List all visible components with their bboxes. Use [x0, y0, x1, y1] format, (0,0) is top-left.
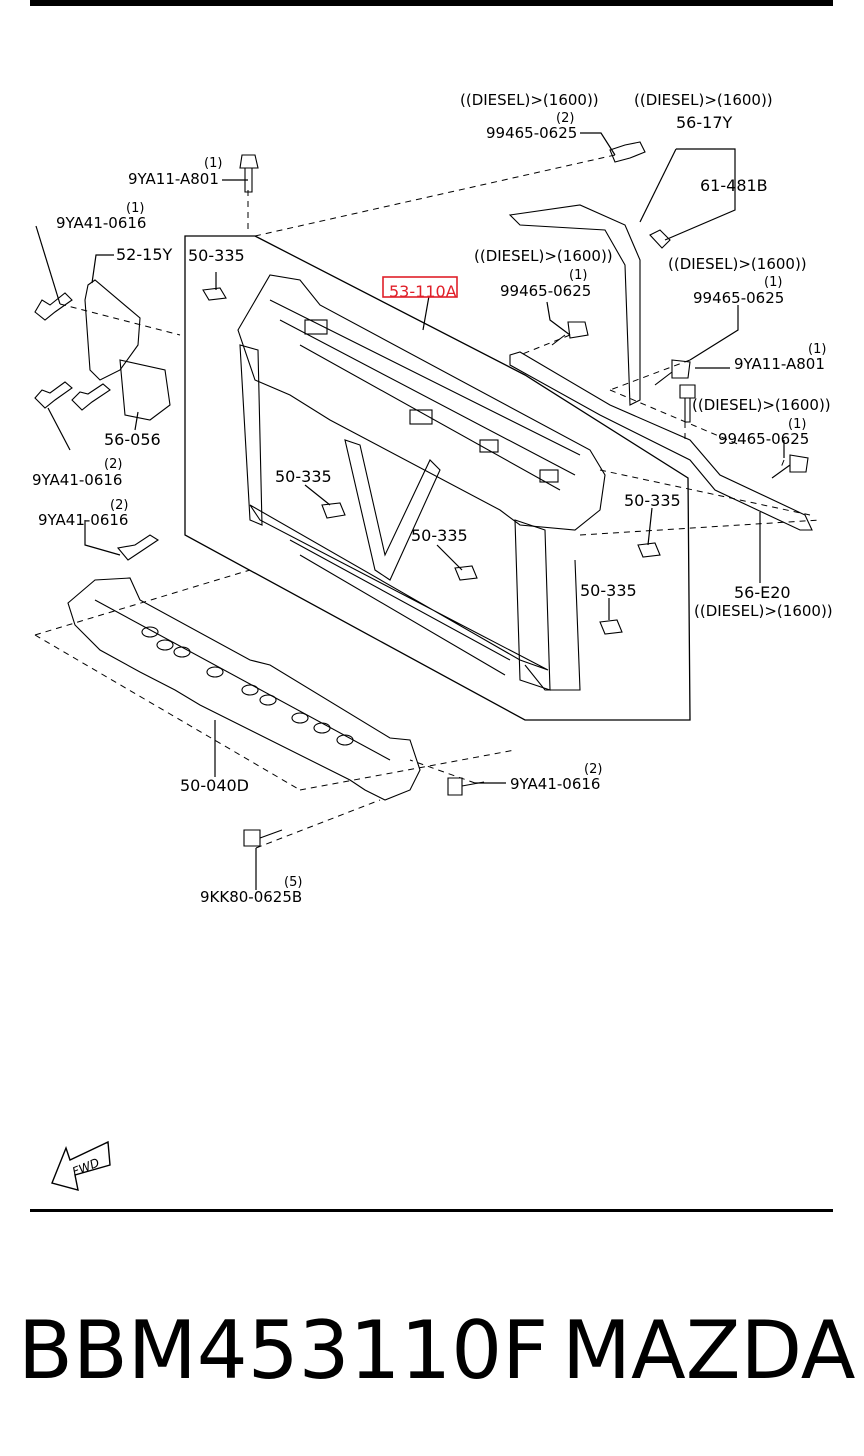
label-qty-2a: (2) [556, 111, 574, 126]
label-diesel-6: ((DIESEL)>(1600)) [694, 602, 833, 620]
radiator-support-drawing [237, 274, 606, 691]
label-50-040d: 50-040D [180, 776, 249, 795]
brace-56-e20-drawing [509, 351, 813, 531]
label-qty-1b: (1) [126, 201, 144, 216]
label-9ya11-a801-b: 9YA11-A801 [734, 355, 825, 373]
bolts [34, 141, 809, 847]
highlight-box [382, 276, 458, 298]
fwd-label: FWD [70, 1156, 101, 1179]
footer-part-number: BBM453110F [18, 1304, 549, 1397]
bottom-rule [30, 1209, 833, 1212]
label-9ya11-a801-a: 9YA11-A801 [128, 170, 219, 188]
label-diesel-4: ((DIESEL)>(1600)) [668, 255, 807, 273]
footer-brand: MAZDA [562, 1304, 856, 1397]
dashed-guides [34, 154, 821, 849]
top-rule [30, 0, 833, 6]
label-qty-1d: (1) [764, 275, 782, 290]
fwd-arrow-icon [51, 1140, 111, 1191]
label-qty-2b: (2) [104, 457, 122, 472]
label-qty-2c: (2) [110, 498, 128, 513]
brace-56-17y-drawing [508, 204, 641, 406]
label-61-481b: 61-481B [700, 176, 768, 195]
leader-lines [35, 132, 785, 890]
frame-group-outline [184, 235, 691, 721]
label-50-335-d: 50-335 [624, 491, 681, 510]
label-50-335-e: 50-335 [580, 581, 637, 600]
label-9ya41-0616-a: 9YA41-0616 [56, 214, 146, 232]
footer: BBM453110F MAZDA [0, 1296, 864, 1406]
label-56-056: 56-056 [104, 430, 161, 449]
label-99465-0625-b: 99465-0625 [500, 282, 591, 300]
label-qty-1a: (1) [204, 156, 222, 171]
label-qty-5: (5) [284, 875, 302, 890]
callout-labels: ((DIESEL)>(1600)) (2) 99465-0625 ((DIESE… [32, 91, 833, 1179]
label-56-e20: 56-E20 [734, 583, 791, 602]
label-53-110a: 53-110A [389, 282, 457, 301]
label-50-335-c: 50-335 [411, 526, 468, 545]
label-diesel-3: ((DIESEL)>(1600)) [474, 247, 613, 265]
label-99465-0625-c: 99465-0625 [693, 289, 784, 307]
label-99465-0625-d: 99465-0625 [718, 430, 809, 448]
label-9ya41-0616-c: 9YA41-0616 [38, 511, 128, 529]
label-qty-2d: (2) [584, 762, 602, 777]
label-qty-1c: (1) [569, 268, 587, 283]
label-qty-1e: (1) [808, 342, 826, 357]
label-50-335-a: 50-335 [188, 246, 245, 265]
clip-nuts [202, 287, 661, 635]
parts-diagram: ((DIESEL)>(1600)) (2) 99465-0625 ((DIESE… [32, 91, 833, 1191]
bracket-52-15y-drawing [84, 279, 171, 421]
label-56-17y: 56-17Y [676, 113, 732, 132]
label-50-335-b: 50-335 [275, 467, 332, 486]
under-cover-drawing [67, 577, 421, 801]
label-diesel-1: ((DIESEL)>(1600)) [460, 91, 599, 109]
label-9ya41-0616-b: 9YA41-0616 [32, 471, 122, 489]
label-diesel-5: ((DIESEL)>(1600)) [692, 396, 831, 414]
label-diesel-2: ((DIESEL)>(1600)) [634, 91, 773, 109]
label-qty-1f: (1) [788, 417, 806, 432]
label-9ya41-0616-d: 9YA41-0616 [510, 775, 600, 793]
label-99465-0625-a: 99465-0625 [486, 124, 577, 142]
label-9kk80-0625b: 9KK80-0625B [200, 888, 302, 906]
label-52-15y: 52-15Y [116, 245, 172, 264]
